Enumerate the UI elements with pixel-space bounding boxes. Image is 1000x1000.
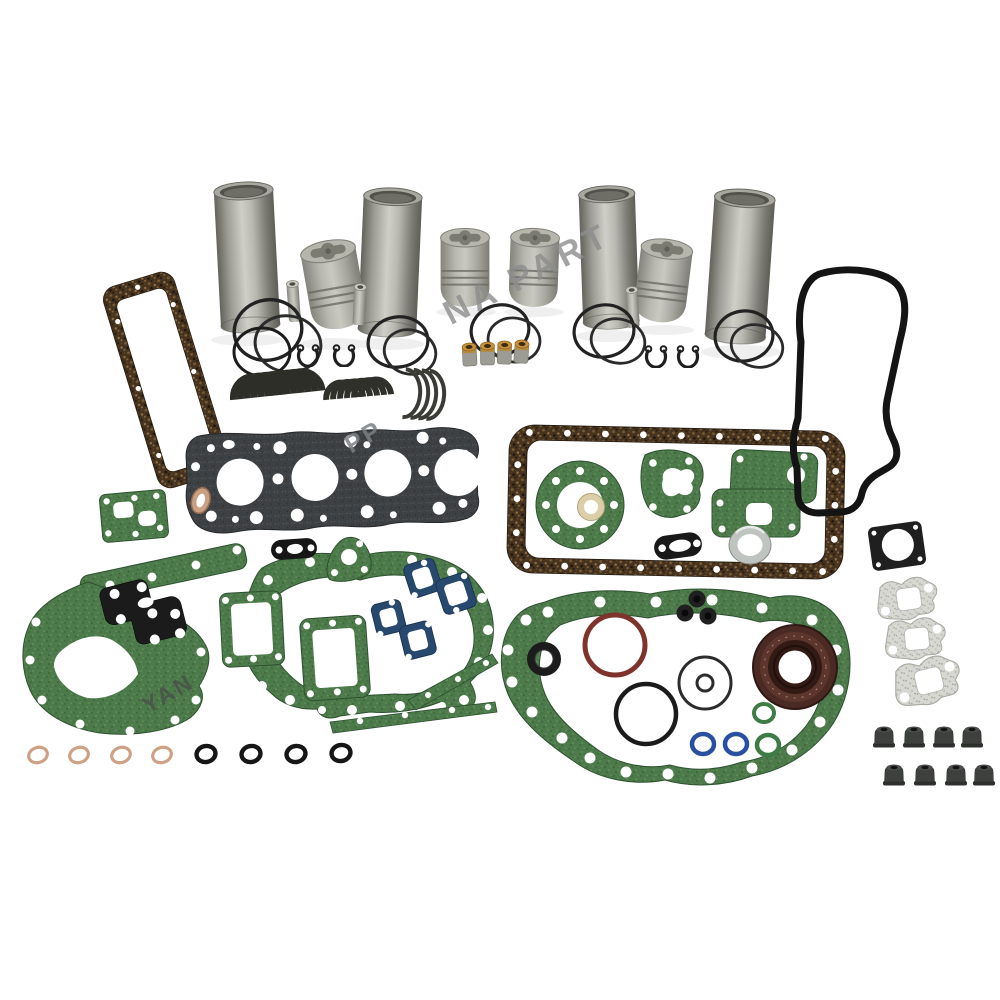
rod-bearing-fan	[323, 376, 395, 401]
exhaust-gasket-1	[873, 574, 941, 625]
black-stepped-gasket	[99, 579, 187, 645]
o-ring-green-1	[752, 702, 776, 724]
bearing-sets	[229, 367, 447, 421]
crankshaft-oil-seal	[752, 624, 838, 710]
idler-ring	[677, 655, 733, 711]
rect-frame-gasket-2	[299, 614, 371, 702]
bushing-1	[461, 342, 478, 367]
bushing-2	[480, 341, 495, 366]
head-gasket	[185, 427, 482, 534]
front-plate-gasket	[22, 543, 248, 736]
triangle-gasket	[326, 536, 372, 582]
bushing-3	[496, 340, 513, 365]
bushing-4	[513, 339, 530, 364]
cylinder-liner-4	[703, 186, 777, 347]
intake-gasket-blue-2	[370, 599, 437, 661]
rect-frame-gasket-1	[219, 590, 285, 668]
ring-set-1	[232, 298, 323, 378]
cylinder-liner-1	[212, 180, 282, 336]
black-oval-gasket-pan	[654, 532, 702, 560]
exhaust-gasket-2	[882, 615, 948, 663]
o-ring-red	[582, 612, 648, 678]
piston-4	[631, 235, 695, 327]
thrust-washer-fan	[402, 367, 447, 421]
oil-pan-cork-gasket	[506, 424, 846, 580]
black-washers	[194, 742, 353, 765]
exhaust-gasket-3	[888, 650, 967, 713]
case-gasket-right	[711, 449, 819, 538]
ring-set-2	[366, 315, 438, 376]
steel-ring	[728, 525, 772, 565]
gear-case-gasket	[500, 588, 851, 786]
cylinder-liner-2	[357, 186, 423, 339]
black-oval-gasket-top	[271, 538, 317, 560]
rubber-grommets	[676, 590, 717, 625]
circlip-3	[644, 344, 668, 368]
piston-ring-sets	[232, 298, 785, 378]
copper-washers	[27, 745, 173, 765]
circlip-4	[676, 344, 700, 368]
water-pump-gasket	[640, 449, 704, 518]
black-seal-ring	[527, 642, 561, 676]
o-ring-blue-2	[722, 731, 750, 757]
fiber-washer	[577, 493, 605, 521]
ring-set-4	[572, 303, 647, 365]
small-plate-gasket	[99, 489, 169, 543]
exhaust-manifold-gaskets	[873, 574, 967, 713]
square-plate-gasket	[867, 521, 927, 571]
valve-stem-seals	[872, 726, 996, 786]
main-bearing-fan	[229, 368, 326, 401]
o-ring-black-large	[613, 681, 679, 747]
ring-set-5	[713, 309, 785, 369]
o-ring-blue-1	[689, 731, 717, 757]
valve-cover-rubber-gasket	[789, 266, 909, 517]
o-ring-green-2	[754, 732, 782, 758]
intake-gasket-blue-1	[403, 557, 477, 615]
piston-pin-2	[351, 282, 368, 326]
